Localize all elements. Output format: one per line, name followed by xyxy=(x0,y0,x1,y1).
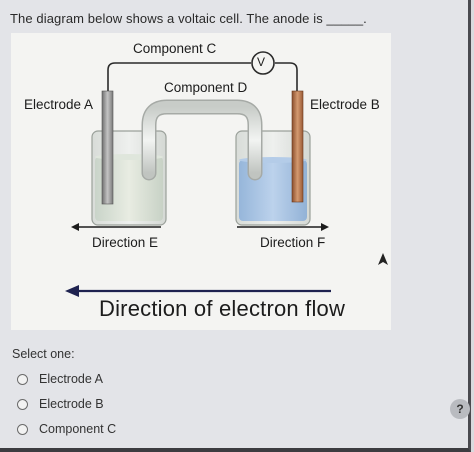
wire-right xyxy=(275,62,298,93)
help-button[interactable]: ? xyxy=(450,399,470,419)
electrode-b xyxy=(291,90,304,203)
mouse-cursor-icon xyxy=(378,253,388,265)
electrode-a xyxy=(101,90,114,205)
direction-f-label: Direction F xyxy=(260,235,326,250)
select-one-prompt: Select one: xyxy=(12,347,75,361)
option-electrode-b[interactable]: Electrode B xyxy=(17,396,104,412)
voltaic-cell-diagram: Component C V Component D Electrode A El… xyxy=(11,33,391,330)
wire-left xyxy=(107,62,251,93)
component-d-label: Component D xyxy=(164,80,248,95)
direction-e-label: Direction E xyxy=(92,235,159,250)
cell-drawing xyxy=(65,51,331,297)
option-component-c[interactable]: Component C xyxy=(17,421,116,437)
electrode-b-label: Electrode B xyxy=(310,97,380,112)
electron-flow-label: Direction of electron flow xyxy=(99,296,346,321)
option-label: Electrode B xyxy=(39,397,104,411)
radio-icon[interactable] xyxy=(17,398,28,410)
component-c-label: Component C xyxy=(133,41,217,56)
voltmeter-icon xyxy=(251,51,275,75)
electrode-a-label: Electrode A xyxy=(24,97,94,112)
salt-bridge xyxy=(143,101,261,179)
option-label: Electrode A xyxy=(39,372,103,386)
radio-icon[interactable] xyxy=(17,373,28,385)
voltmeter-label: V xyxy=(257,55,266,69)
option-label: Component C xyxy=(39,422,117,436)
option-electrode-a[interactable]: Electrode A xyxy=(17,371,103,387)
radio-icon[interactable] xyxy=(17,423,28,435)
question-text: The diagram below shows a voltaic cell. … xyxy=(10,11,367,26)
